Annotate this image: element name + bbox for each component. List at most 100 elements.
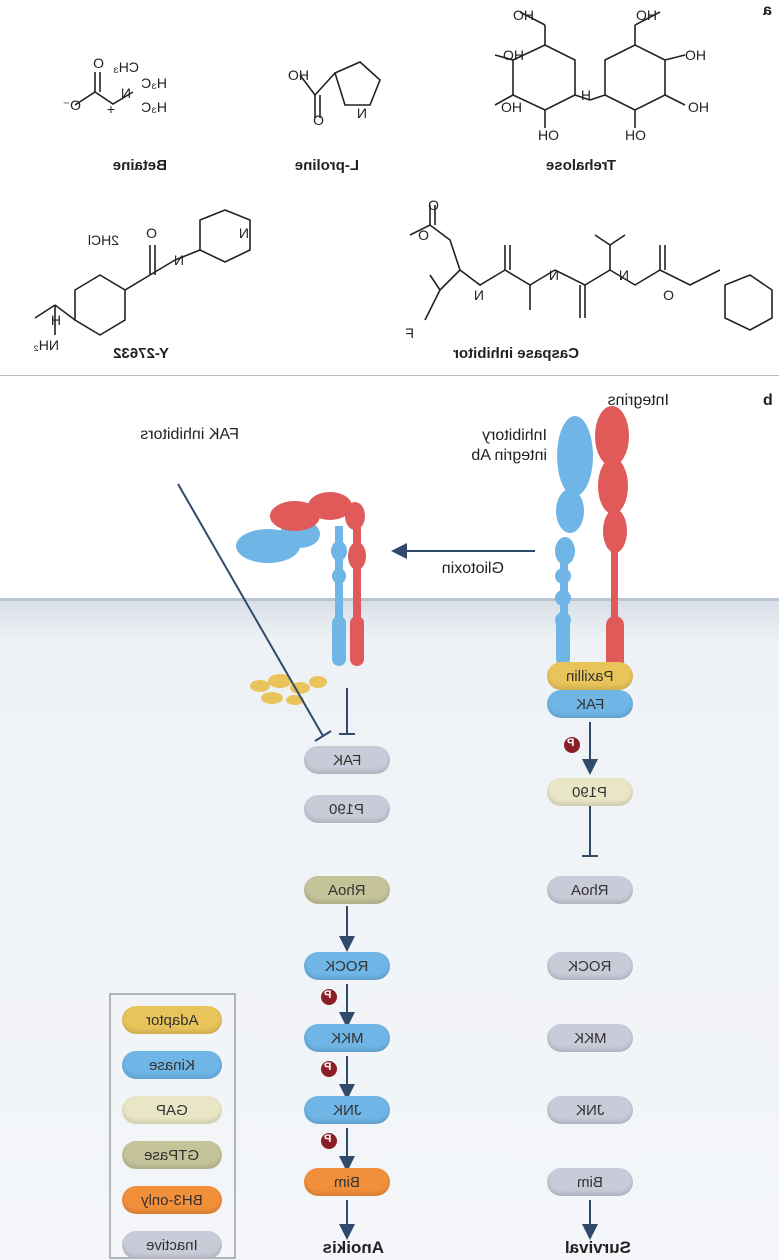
name-trehalose: Trehalose [546,157,616,174]
fak-inhibitor-line [177,483,324,737]
atom-ho-1: HO [513,7,534,23]
right-pill-inactive-rhoa: RhoA [547,876,633,904]
atom-oh-1: OH [538,127,559,143]
atom-h3c-top: H₃C [141,75,167,91]
right-pill-inactive-rock: ROCK [547,952,633,980]
phospho-label-1: P [324,989,332,1001]
left-pill-fak: FAK [304,746,390,774]
atom-n-caspase-1: N [474,287,484,303]
atom-ho-2: HO [503,47,524,63]
left-pill-mkk-label: MKK [330,1029,364,1047]
atom-n-caspase-2: N [549,267,559,283]
atom-o-y27632: O [146,225,157,241]
right-pill-inactive-bim-label: Bim [577,1173,603,1191]
atom-plus: + [107,101,115,117]
fak-inhibitor-bar [314,730,332,742]
betaine-structure [74,72,134,106]
y27632-structure [34,209,251,336]
right-pill-inactive-rock-label: ROCK [568,957,612,975]
left-pill-bim: Bim [304,1168,390,1196]
right-pill-inactive-rhoa-label: RhoA [571,881,609,899]
atom-ho-5: HO [685,47,706,63]
name-betaine: Betaine [113,157,167,174]
legend-item-label: Adaptor [145,1011,199,1029]
name-proline: L-proline [295,157,359,174]
phospho-label-3: P [324,1133,332,1145]
atom-n-proline: N [357,105,367,121]
right-pill-p190-label: P190 [572,783,608,801]
atom-h-y27632: H [51,312,61,328]
name-caspase-inhibitor: Caspase inhibitor [453,345,579,362]
atom-o-caspase-2: O [428,197,439,213]
trehalose-structure [494,11,686,128]
phospho-label-2: P [324,1061,332,1073]
phospho-label-0: P [567,737,575,749]
atom-o-caspase-3: O [663,287,674,303]
left-pill-rhoa: RhoA [304,876,390,904]
atom-o: O [93,55,104,71]
left-pill-jnk: JNK [304,1096,390,1124]
name-y27632: Y-27632 [113,345,169,362]
atom-n-y27632: N [174,252,184,268]
right-pill-fak: FAK [547,690,633,718]
atom-ho-4: HO [636,7,657,23]
right-pill-inactive-mkk-label: MKK [573,1029,607,1047]
phospho-rock-mkk [321,989,337,1005]
atom-ho-proline: HO [288,67,309,83]
legend-item-kinase: Kinase [122,1051,222,1079]
right-pill-paxillin-label: Paxillin [566,667,614,685]
atom-f: F [405,325,414,341]
atom-n-pyridine: N [239,225,249,241]
pathway-diagram [109,406,629,1259]
legend-item-label: Kinase [149,1056,195,1074]
integrin-extended [555,406,629,671]
atom-ho-6: HO [688,99,709,115]
atom-hcl: 2HCl [88,232,119,248]
legend-item-label: GAP [156,1101,188,1119]
legend-item-bh3-only: BH3-only [122,1186,222,1214]
atom-nh2: NH₂ [33,337,59,353]
left-pill-p190-label: P190 [329,800,365,818]
phospho-mkk-jnk [321,1061,337,1077]
atom-o-proline: O [313,112,324,128]
panel-a: a [0,0,779,375]
left-pill-bim-label: Bim [334,1173,360,1191]
legend-item-label: Inactive [146,1236,198,1254]
atom-n: N [121,85,131,101]
right-pill-paxillin: Paxillin [547,662,633,690]
chemical-structures: O⁻ O CH₃ H₃C H₃C N + HO O N HO HO HO OH … [33,7,773,362]
legend-item-gap: GAP [122,1096,222,1124]
legend-item-gtpase: GTPase [122,1141,222,1169]
atom-ch3: CH₃ [113,59,139,75]
caspase-structure [409,205,773,331]
panel-b: b [0,376,779,1260]
atom-h3c-bottom: H₃C [141,99,167,115]
atom-o-minus: O⁻ [63,97,81,113]
phospho-right-fak [564,737,580,753]
right-pill-inactive-bim: Bim [547,1168,633,1196]
panel-divider [0,375,779,376]
legend-item-label: BH3-only [141,1191,203,1209]
left-pill-rhoa-label: RhoA [328,881,366,899]
phospho-markers [321,737,580,1149]
atom-n-caspase-3: N [619,267,629,283]
left-pill-fak-label: FAK [332,751,362,769]
legend-item-label: GTPase [144,1146,200,1164]
phospho-jnk-bim [321,1133,337,1149]
right-pill-inactive-mkk: MKK [547,1024,633,1052]
legend-item-inactive: Inactive [122,1231,222,1259]
left-pill-rock: ROCK [304,952,390,980]
left-pill-mkk: MKK [304,1024,390,1052]
atom-oh-2: OH [625,127,646,143]
atom-o-caspase-1: O [418,227,429,243]
right-pill-inactive-jnk: JNK [547,1096,633,1124]
atom-ho-3: HO [501,99,522,115]
legend-item-adaptor: Adaptor [122,1006,222,1034]
left-pill-jnk-label: JNK [332,1101,362,1119]
atom-h-trehalose: H [581,87,591,103]
membrane-line [0,598,779,601]
right-pill-inactive-jnk-label: JNK [575,1101,605,1119]
proline-structure [299,61,381,118]
right-pill-p190: P190 [547,778,633,806]
